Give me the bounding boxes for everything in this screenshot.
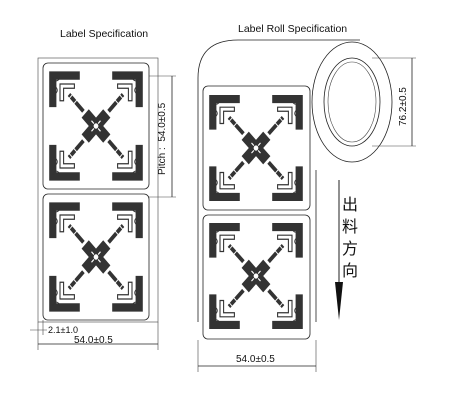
roll-core xyxy=(323,57,381,147)
label-2 xyxy=(42,193,150,321)
left-panel-title: Label Specification xyxy=(60,28,148,40)
feed-direction-char-1: 出 xyxy=(342,195,358,214)
roll-web-edge xyxy=(197,39,360,322)
roll-outer xyxy=(311,41,393,163)
label-1 xyxy=(42,62,150,190)
gap-label: 2.1±1.0 xyxy=(48,325,78,335)
right-panel-title: Label Roll Specification xyxy=(238,23,347,35)
core-diameter-label: 76.2±0.5 xyxy=(398,87,409,126)
feed-direction-char-2: 料 xyxy=(342,217,358,236)
antenna-inlay-1 xyxy=(49,71,143,180)
left-width-label: 54.0±0.5 xyxy=(74,335,113,346)
feed-direction-char-3: 方 xyxy=(342,239,358,258)
feed-direction-char-4: 向 xyxy=(342,261,358,280)
pitch-label: Pitch : 54.0±0.5 xyxy=(157,102,168,175)
right-width-label: 54.0±0.5 xyxy=(236,354,275,365)
roll-antenna-inlay-1 xyxy=(209,95,303,201)
roll-antenna-inlay-2 xyxy=(209,223,303,329)
antenna-inlay-2 xyxy=(49,202,143,311)
label-liner xyxy=(37,57,159,323)
roll-label-1 xyxy=(202,85,311,211)
roll-label-2 xyxy=(202,214,311,340)
feed-direction-arrow-icon xyxy=(335,282,343,320)
